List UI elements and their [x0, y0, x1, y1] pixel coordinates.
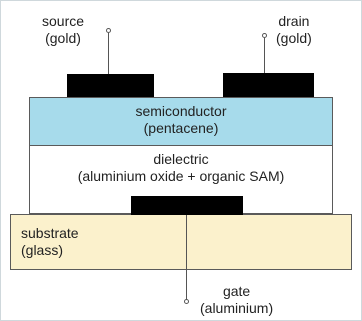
- gate-wire: [186, 215, 188, 300]
- source-electrode: [67, 74, 154, 97]
- semiconductor-layer: semiconductor (pentacene): [29, 97, 333, 146]
- semiconductor-label-line1: semiconductor: [135, 103, 227, 119]
- drain-terminal: [262, 33, 267, 38]
- dielectric-label: dielectric (aluminium oxide + organic SA…: [30, 151, 332, 185]
- gate-terminal: [184, 299, 189, 304]
- gate-electrode: [131, 196, 243, 215]
- semiconductor-label-line2: (pentacene): [143, 120, 219, 136]
- substrate-layer: substrate (glass): [10, 214, 352, 270]
- drain-label-line1: drain: [278, 13, 310, 29]
- drain-wire: [264, 38, 266, 73]
- gate-label-line1: gate: [222, 283, 251, 299]
- dielectric-label-line2: (aluminium oxide + organic SAM): [77, 168, 285, 184]
- drain-label-line2: (gold): [276, 30, 312, 46]
- substrate-label-line1: substrate: [21, 225, 79, 241]
- source-label-line2: (gold): [45, 30, 81, 46]
- source-label-line1: source: [42, 13, 85, 29]
- source-label: source (gold): [42, 13, 84, 47]
- drain-label: drain (gold): [276, 13, 312, 47]
- substrate-label-line2: (glass): [21, 242, 64, 258]
- dielectric-label-line1: dielectric: [153, 151, 209, 167]
- source-terminal: [106, 28, 111, 33]
- substrate-label: substrate (glass): [21, 225, 79, 259]
- gate-label-line2: (aluminium): [200, 300, 274, 316]
- gate-label: gate (aluminium): [200, 283, 273, 317]
- drain-electrode: [223, 73, 314, 97]
- semiconductor-label: semiconductor (pentacene): [30, 103, 332, 137]
- source-wire: [108, 33, 110, 74]
